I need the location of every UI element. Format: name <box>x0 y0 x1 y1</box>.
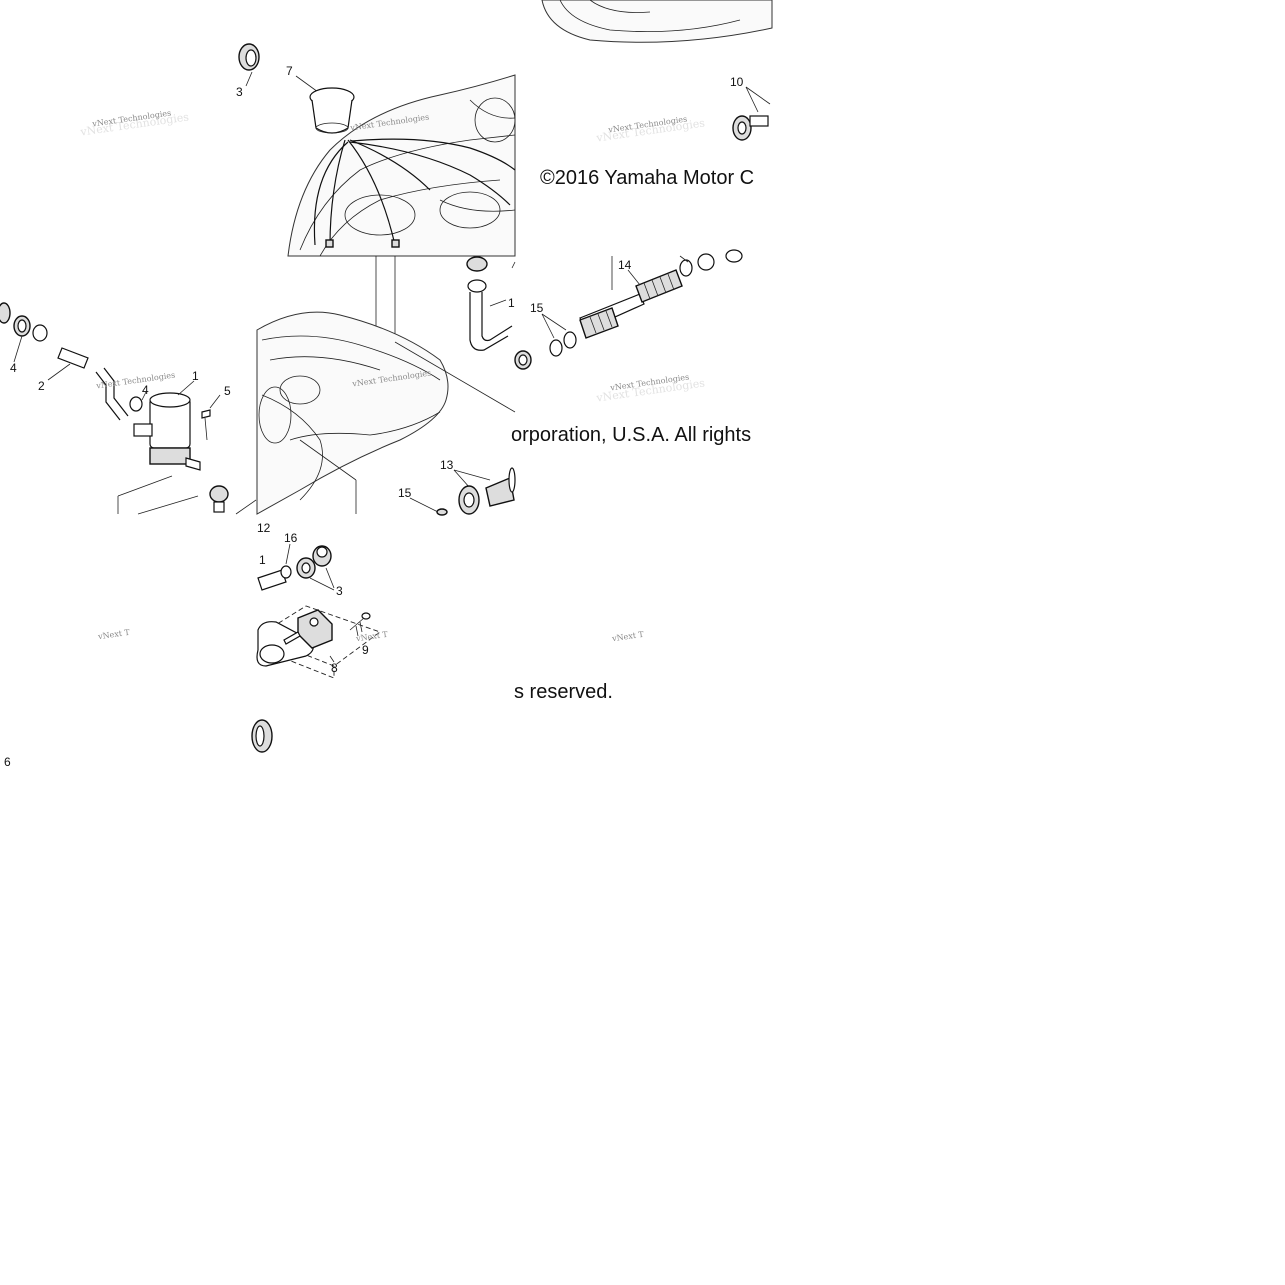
hull-top-fragment <box>541 0 773 43</box>
copyright-line-3: s reserved. <box>514 681 613 703</box>
callout-9: 9 <box>362 643 369 657</box>
callout-4: 4 <box>142 383 149 397</box>
part-7-cup-holder <box>295 75 355 134</box>
copyright-line-2: orporation, U.S.A. All rights <box>511 424 752 446</box>
drain-assembly-lower <box>256 543 381 679</box>
hull-body-panel <box>256 311 516 515</box>
callout-1: 1 <box>259 553 266 567</box>
hose-bellows-assembly <box>466 249 743 370</box>
bilge-pump-assembly <box>0 302 257 515</box>
callout-2: 2 <box>38 379 45 393</box>
callout-15: 15 <box>530 301 544 315</box>
callout-10: 10 <box>730 75 744 89</box>
callout-6: 6 <box>4 755 11 769</box>
callout-3: 3 <box>236 85 243 99</box>
callout-15: 15 <box>398 486 412 500</box>
callout-14: 14 <box>618 258 632 272</box>
part-3-cap-top <box>238 43 260 87</box>
callout-5: 5 <box>224 384 231 398</box>
part-6-grommet <box>251 719 273 753</box>
callout-3: 3 <box>336 584 343 598</box>
part-10-drain-plug <box>732 86 771 141</box>
callout-8: 8 <box>331 661 338 675</box>
part-13-thru-hull-fitting <box>409 467 516 516</box>
deck-wiring-panel <box>287 74 516 257</box>
callout-1: 1 <box>192 369 199 383</box>
callout-4: 4 <box>10 361 17 375</box>
callout-7: 7 <box>286 64 293 78</box>
callout-12: 12 <box>257 521 271 535</box>
callout-13: 13 <box>440 458 454 472</box>
callout-16: 16 <box>284 531 298 545</box>
callout-1: 1 <box>508 296 515 310</box>
copyright-line-1: ©2016 Yamaha Motor C <box>540 167 755 189</box>
